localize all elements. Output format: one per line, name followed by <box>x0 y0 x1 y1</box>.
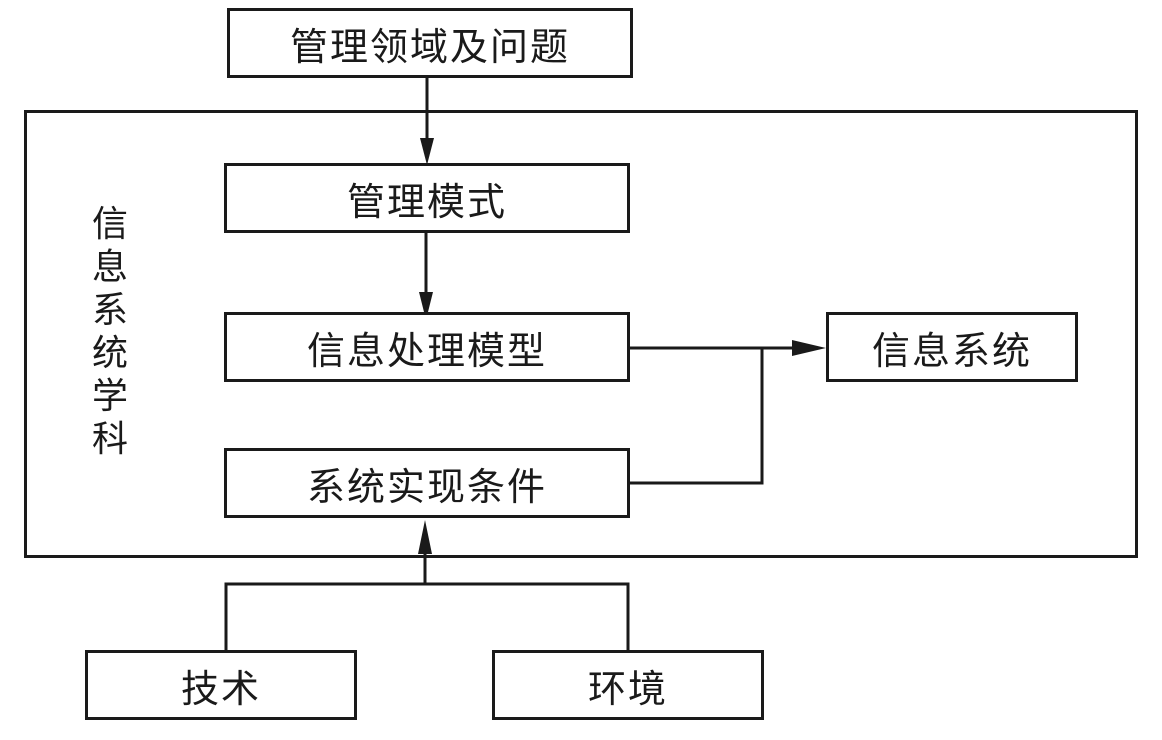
node-info-processing-model: 信息处理模型 <box>224 312 630 382</box>
node-technology: 技术 <box>85 650 357 720</box>
node-label: 管理模式 <box>346 179 507 224</box>
arrowhead-up <box>418 520 432 554</box>
node-label: 系统实现条件 <box>306 464 547 509</box>
arrowhead-down-2 <box>419 292 433 320</box>
node-label: 技术 <box>180 666 261 711</box>
discipline-frame <box>24 110 1138 558</box>
node-label: 管理领域及问题 <box>289 24 570 69</box>
node-label: 信息处理模型 <box>306 328 547 373</box>
node-management-model: 管理模式 <box>224 163 630 233</box>
node-information-system: 信息系统 <box>826 312 1078 382</box>
edge-tech-bracket <box>224 582 630 650</box>
node-label: 环境 <box>587 666 668 711</box>
edge-conditions-to-junction <box>628 348 764 485</box>
arrowhead-right <box>792 340 826 356</box>
node-domain-problems: 管理领域及问题 <box>227 8 633 78</box>
arrowhead-down-1 <box>420 138 434 165</box>
node-system-conditions: 系统实现条件 <box>224 448 630 518</box>
frame-label: 信息系统学科 <box>91 204 128 460</box>
node-label: 信息系统 <box>871 328 1032 373</box>
node-environment: 环境 <box>492 650 764 720</box>
